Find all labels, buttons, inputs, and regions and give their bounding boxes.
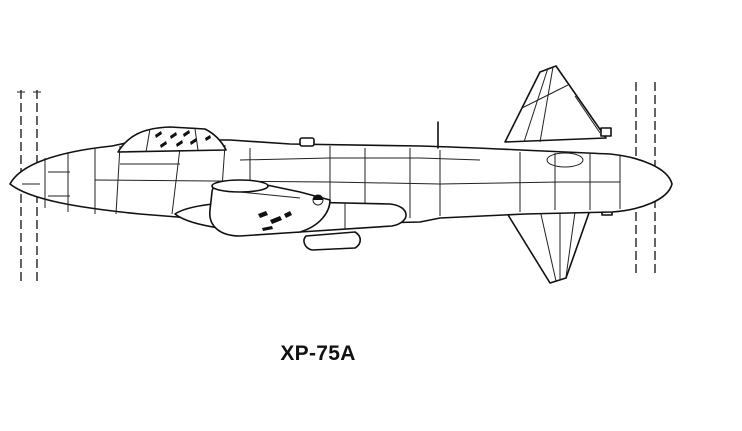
aircraft-designation-caption: XP-75A <box>280 342 356 365</box>
ventral-fin <box>504 205 613 284</box>
cockpit-canopy <box>117 121 439 153</box>
vertical-fin <box>504 65 612 143</box>
drop-tank <box>303 231 362 251</box>
gear-fairing <box>209 179 331 237</box>
